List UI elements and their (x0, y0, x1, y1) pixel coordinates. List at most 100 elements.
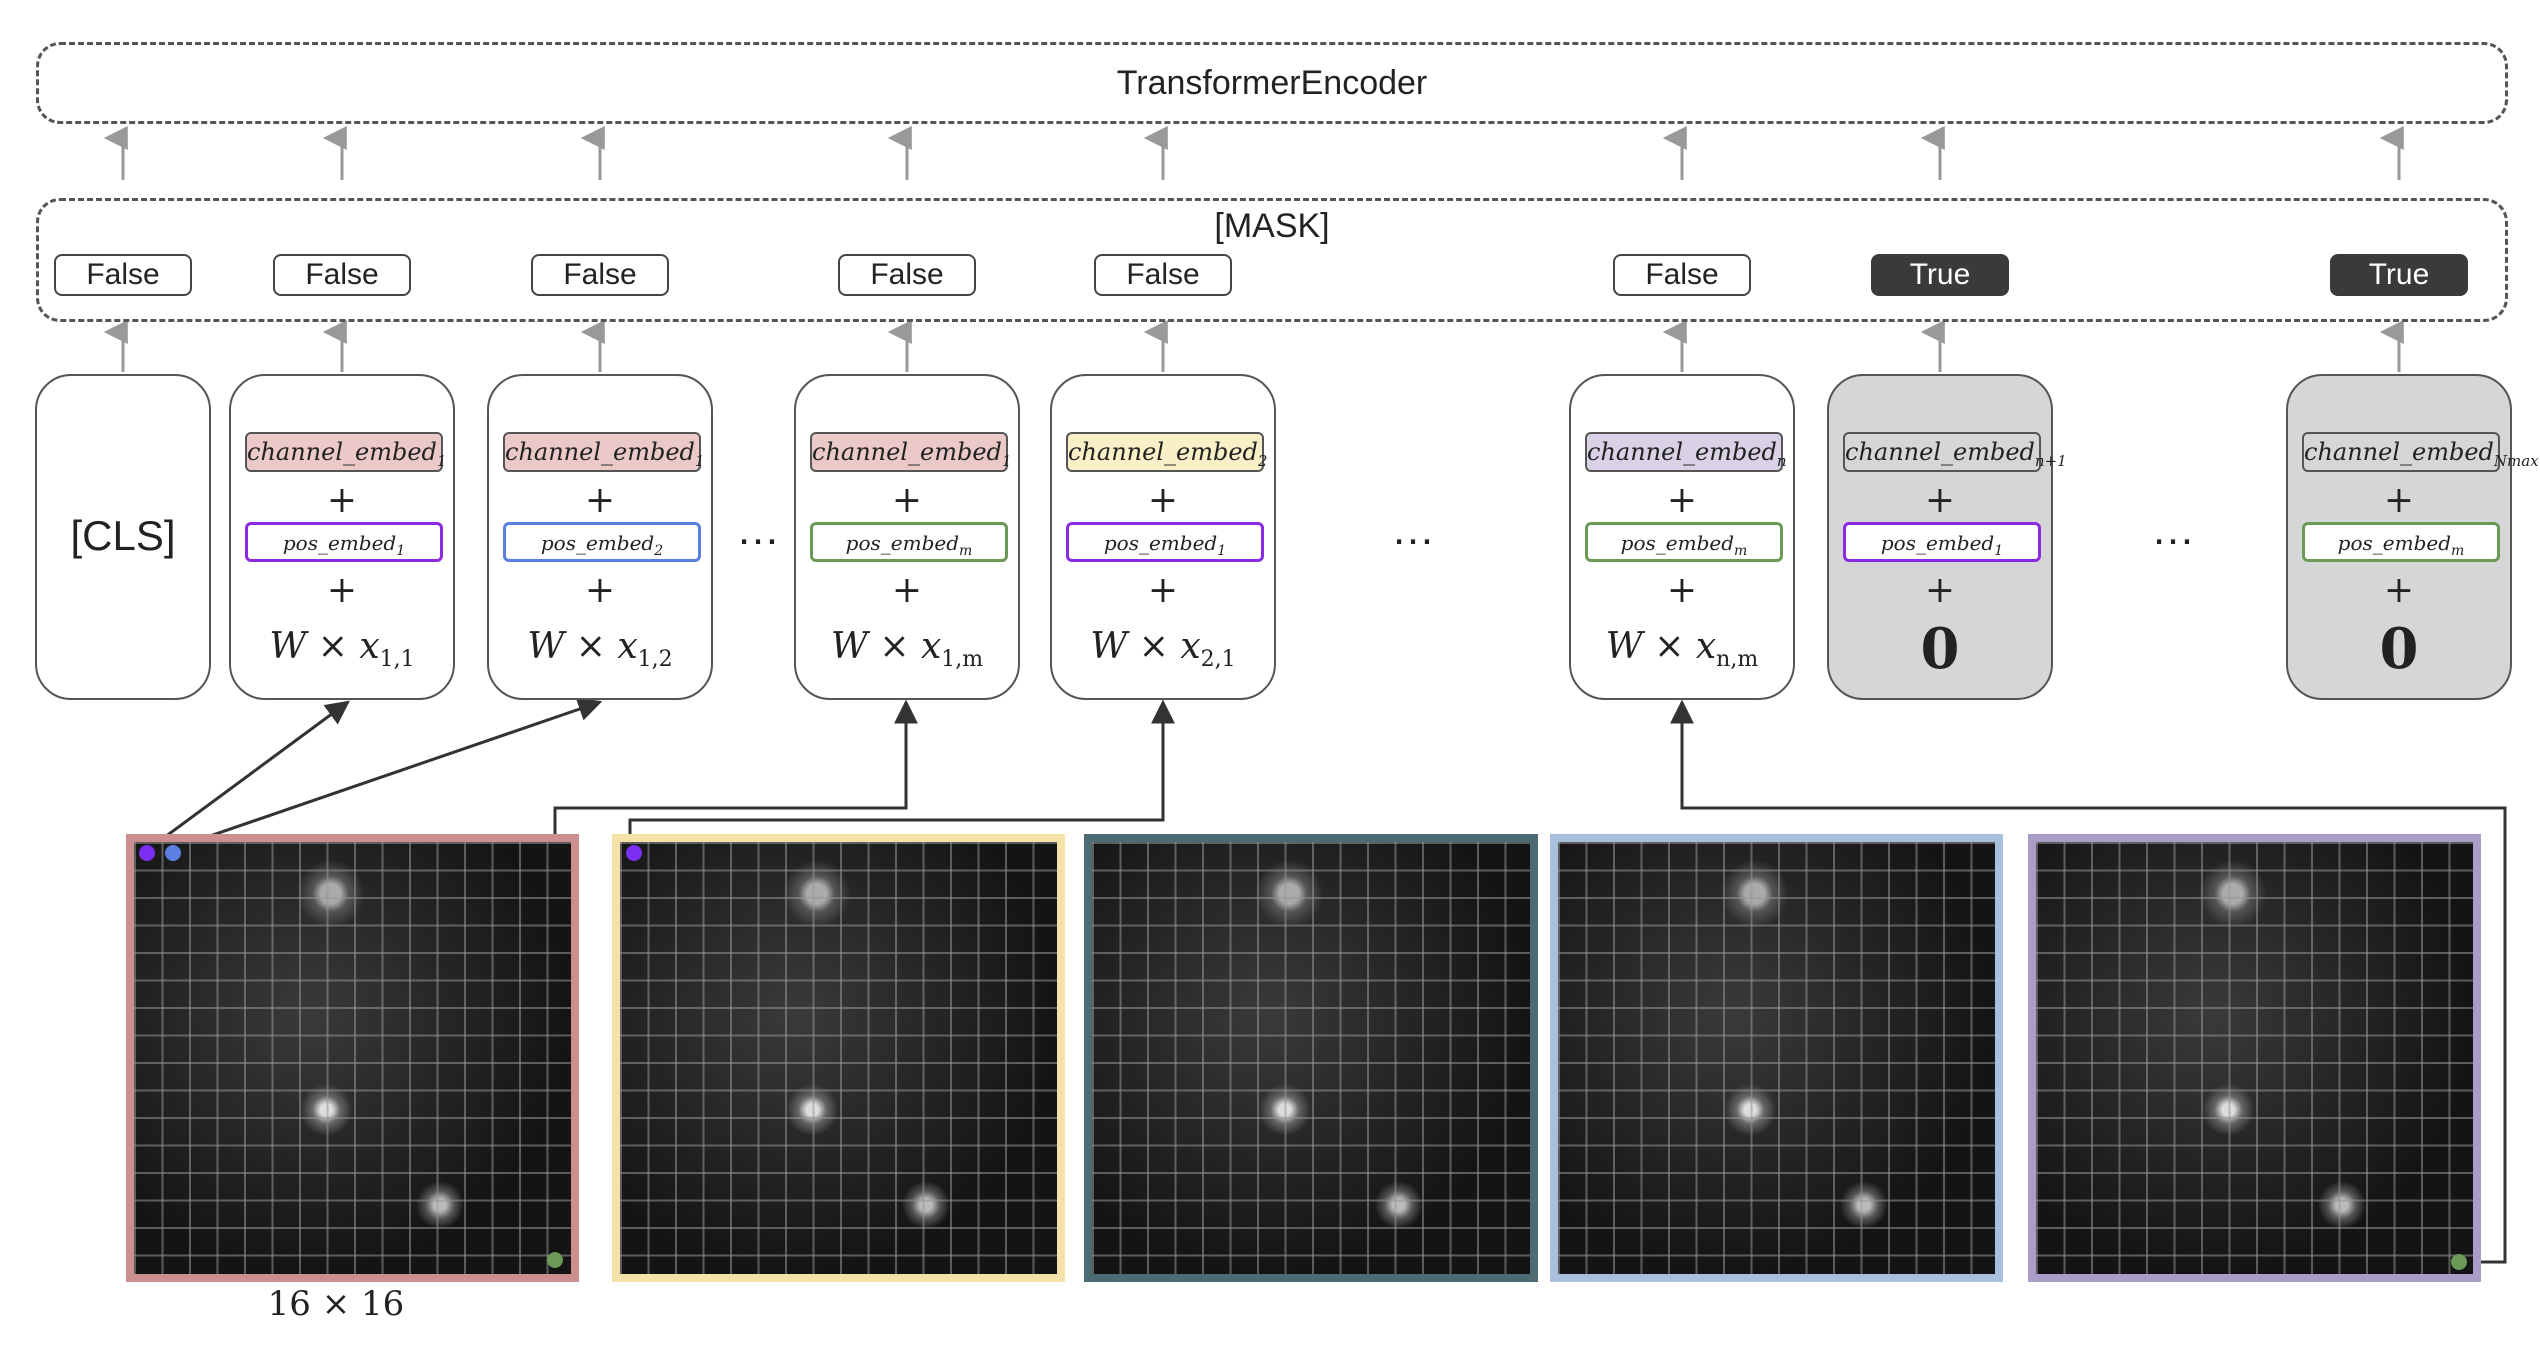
ellipsis-1: … (1391, 505, 1439, 554)
pos-embed-subscript: m (1734, 543, 1748, 559)
plus-sign: + (326, 570, 358, 611)
pos-embed-text: pos_embed (282, 531, 397, 555)
patch-line-3 (553, 699, 918, 848)
channel-embed-text: channel_embed (812, 438, 1002, 466)
ellipsis-0: … (736, 505, 784, 554)
patch-projection-4: W × x2,1 (1052, 626, 1274, 672)
patch-projection-3: W × x1,m (796, 626, 1018, 672)
upward-arrows (103, 126, 2404, 372)
channel-embed-subscript: 1 (1001, 451, 1012, 470)
token-card-2: channel_embed1+pos_embed2+W × x1,2 (487, 374, 713, 700)
pos-embed-subscript: 1 (1217, 543, 1227, 559)
channel-embed-subscript: 1 (694, 451, 705, 470)
channel-embed-3: channel_embed1 (810, 432, 1011, 472)
plus-sign: + (2383, 570, 2415, 611)
projection-text: W × x (1090, 626, 1201, 667)
channel-image-2 (1084, 834, 1538, 1282)
patch-line-1 (149, 700, 350, 850)
mask-box: [MASK] (36, 198, 2508, 322)
zero-vector: 0 (1920, 616, 1960, 682)
patch-marker-purple-1 (139, 845, 155, 861)
channel-embed-text: channel_embed (247, 438, 437, 466)
projection-subscript: 1,m (941, 647, 984, 673)
patch-marker-blue (165, 845, 181, 861)
channel-embed-1: channel_embed1 (245, 432, 446, 472)
plus-sign: + (1924, 480, 1956, 521)
channel-embed-subscript: Nmax (2493, 451, 2539, 470)
plus-sign: + (326, 480, 358, 521)
channel-embed-text: channel_embed (505, 438, 695, 466)
channel-embed-5: channel_embedn (1585, 432, 1787, 472)
ellipsis-2: … (2151, 505, 2199, 554)
channel-image-0 (126, 834, 579, 1282)
plus-sign: + (584, 480, 616, 521)
mask-flag-7: True (2330, 254, 2468, 296)
mask-flag-6: True (1871, 254, 2009, 296)
mask-label: [MASK] (1214, 207, 1330, 245)
mask-flag-0: False (54, 254, 192, 296)
token-card-7: channel_embedNmax+pos_embedm+0 (2286, 374, 2539, 700)
pos-embed-3: pos_embedm (810, 522, 1008, 562)
channel-embed-subscript: 1 (436, 451, 447, 470)
channel-embed-text: channel_embed (1068, 438, 1258, 466)
projection-text: W × x (1605, 626, 1717, 667)
mask-flag-5: False (1613, 254, 1751, 296)
mask-flag-2: False (531, 254, 669, 296)
patch-projection-1: W × x1,1 (231, 626, 453, 672)
plus-sign: + (1924, 570, 1956, 611)
channel-embed-subscript: 2 (1257, 451, 1268, 470)
channel-embed-text: channel_embed (1587, 438, 1777, 466)
pos-embed-text: pos_embed (1103, 531, 1218, 555)
patch-connection-lines (149, 697, 2507, 1264)
pos-embed-text: pos_embed (1620, 531, 1735, 555)
pos-embed-1: pos_embed1 (245, 522, 443, 562)
plus-sign: + (1666, 480, 1698, 521)
pos-embed-subscript: 1 (396, 543, 406, 559)
channel-embed-text: channel_embed (1845, 438, 2035, 466)
patch-grid (1558, 842, 1995, 1274)
patch-marker-purple-2 (626, 845, 642, 861)
mask-flag-4: False (1094, 254, 1232, 296)
pos-embed-subscript: m (959, 543, 973, 559)
token-card-6: channel_embedn+1+pos_embed1+0 (1827, 374, 2067, 700)
plus-sign: + (584, 570, 616, 611)
channel-embed-text: channel_embed (2304, 438, 2494, 466)
patch-projection-2: W × x1,2 (489, 626, 711, 672)
projection-text: W × x (269, 626, 380, 667)
patch-marker-green-2 (2451, 1254, 2467, 1270)
patch-grid (2036, 842, 2473, 1274)
plus-sign: + (1147, 480, 1179, 521)
channel-embed-7: channel_embedNmax (2302, 432, 2539, 472)
zero-vector: 0 (2379, 616, 2419, 682)
token-card-0: [CLS] (35, 374, 211, 700)
channel-image-3 (1550, 834, 2003, 1282)
channel-image-1 (612, 834, 1065, 1282)
transformer-encoder-label: TransformerEncoder (1116, 64, 1428, 102)
pos-embed-4: pos_embed1 (1066, 522, 1264, 562)
pos-embed-subscript: m (2451, 543, 2465, 559)
patch-line-4 (628, 699, 1175, 848)
mask-flag-3: False (838, 254, 976, 296)
pos-embed-subscript: 1 (1994, 543, 2004, 559)
channel-embed-2: channel_embed1 (503, 432, 704, 472)
projection-text: W × x (830, 626, 942, 667)
plus-sign: + (2383, 480, 2415, 521)
mask-flag-1: False (273, 254, 411, 296)
pos-embed-2: pos_embed2 (503, 522, 701, 562)
patch-line-5 (1670, 699, 2507, 1264)
channel-embed-subscript: n (1776, 451, 1787, 470)
projection-text: W × x (527, 626, 638, 667)
pos-embed-7: pos_embedm (2302, 522, 2500, 562)
projection-subscript: n,m (1716, 647, 1759, 673)
channel-embed-6: channel_embedn+1 (1843, 432, 2067, 472)
plus-sign: + (891, 570, 923, 611)
channel-embed-subscript: n+1 (2034, 451, 2067, 470)
plus-sign: + (891, 480, 923, 521)
patch-size-label: 16 × 16 (267, 1284, 405, 1324)
pos-embed-5: pos_embedm (1585, 522, 1783, 562)
token-card-1: channel_embed1+pos_embed1+W × x1,1 (229, 374, 455, 700)
projection-subscript: 2,1 (1200, 647, 1236, 673)
patch-marker-green-1 (547, 1252, 563, 1268)
plus-sign: + (1147, 570, 1179, 611)
